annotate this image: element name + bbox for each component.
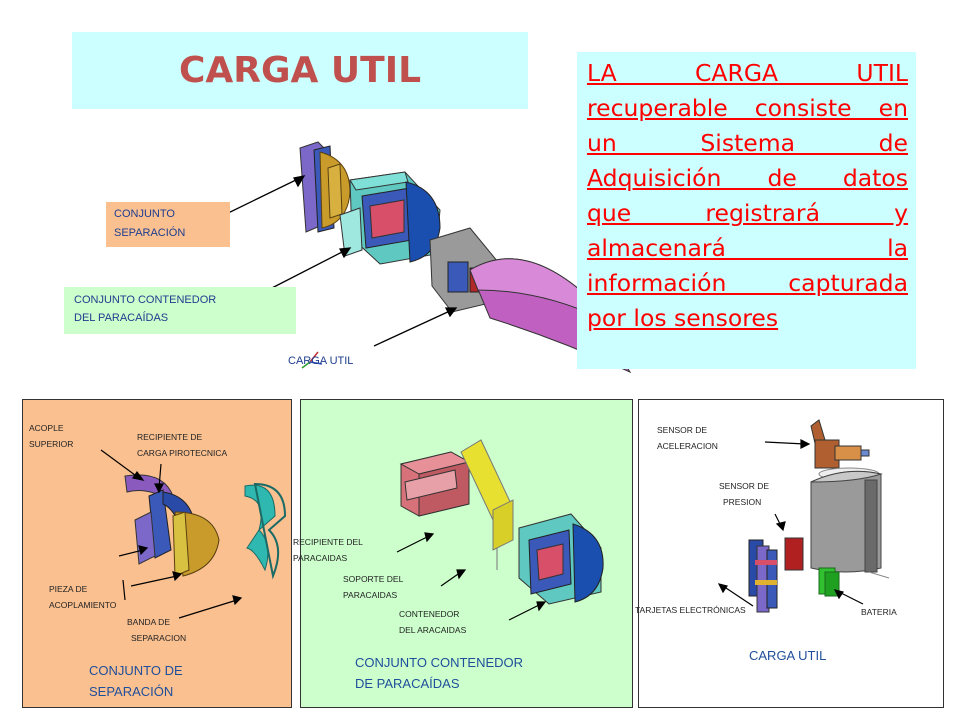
label-line: SENSOR DE [719, 481, 770, 491]
label-line: DEL ARACAIDAS [399, 625, 467, 635]
label-line: SUPERIOR [29, 439, 74, 449]
label-line: RECIPIENTE DE [137, 432, 203, 442]
axis-glyph [301, 351, 323, 369]
label-tarjetas: TARJETAS ELECTRÓNICAS [635, 605, 746, 615]
description-line: almacenará la [587, 234, 908, 262]
caption-separacion: CONJUNTO DE SEPARACIÓN [89, 660, 183, 702]
panel-separacion: ACOPLE SUPERIOR RECIPIENTE DE CARGA PIRO… [22, 399, 292, 708]
label-line: SENSOR DE [657, 425, 708, 435]
top-arrows [221, 175, 458, 347]
label-acople: ACOPLE SUPERIOR [29, 420, 73, 452]
label-line: SOPORTE DEL [343, 574, 404, 584]
separation-parts-drawing [100, 449, 287, 619]
description-line: Adquisición de datos [587, 164, 908, 192]
label-line: CONTENEDOR [399, 609, 460, 619]
description-box: LA CARGA UTIL recuperable consiste en un… [577, 52, 916, 369]
label-line: SEPARACIÓN [114, 227, 186, 239]
caption-line: SEPARACIÓN [89, 684, 174, 699]
caption-line: CONJUNTO CONTENEDOR [355, 655, 524, 670]
caption-carga-util: CARGA UTIL [749, 648, 827, 663]
label-soporte-paracaidas: SOPORTE DEL PARACAIDAS [343, 571, 403, 603]
panel-contenedor: RECIPIENTE DEL PARACAIDAS SOPORTE DEL PA… [293, 399, 633, 708]
label-line: ACOPLE [29, 423, 64, 433]
label-banda-separacion: BANDA DE SEPARACION [127, 614, 186, 646]
parachute-container-drawing [339, 171, 441, 265]
page-title: CARGA UTIL [178, 50, 422, 91]
title-box: CARGA UTIL [72, 32, 528, 109]
label-conjunto-separacion: CONJUNTO SEPARACIÓN [106, 202, 230, 247]
description-line: recuperable consiste en [587, 94, 908, 122]
label-carga-util-top: CARGA UTIL [288, 355, 354, 367]
label-line: SEPARACION [131, 633, 187, 643]
description-line: un Sistema de [587, 129, 908, 157]
label-line: RECIPIENTE DEL [293, 537, 363, 547]
label-contenedor: CONTENEDOR DEL ARACAIDAS [399, 606, 466, 638]
label-bateria: BATERIA [861, 607, 897, 617]
description-line: que registrará y [587, 199, 908, 227]
label-recipiente-pirotecnica: RECIPIENTE DE CARGA PIROTECNICA [137, 429, 227, 461]
label-sensor-aceleracion: SENSOR DE ACELERACION [657, 422, 718, 454]
label-line: ACOPLAMIENTO [49, 600, 117, 610]
label-line: PRESION [723, 497, 762, 507]
label-line: CONJUNTO [114, 208, 175, 220]
label-line: CARGA PIROTECNICA [137, 448, 228, 458]
description-line: información capturada [587, 269, 908, 297]
caption-line: CONJUNTO DE [89, 663, 183, 678]
container-parts-drawing [396, 439, 604, 621]
description-text: LA CARGA UTIL recuperable consiste en un… [587, 56, 908, 336]
label-line: CONJUNTO CONTENEDOR [74, 294, 217, 306]
description-line: LA CARGA UTIL [587, 59, 908, 87]
label-recipiente-paracaidas: RECIPIENTE DEL PARACAIDAS [293, 534, 363, 566]
panel-carga-util: SENSOR DE ACELERACION SENSOR DE PRESION … [635, 399, 944, 708]
label-line: PARACAIDAS [343, 590, 398, 600]
label-line: BANDA DE [127, 617, 170, 627]
label-line: PARACAIDAS [293, 553, 348, 563]
label-line: PIEZA DE [49, 584, 88, 594]
caption-line: DE PARACAÍDAS [355, 676, 460, 691]
caption-contenedor: CONJUNTO CONTENEDOR DE PARACAÍDAS [355, 652, 523, 694]
description-line: por los sensores [587, 304, 779, 332]
label-line: DEL PARACAÍDAS [74, 312, 169, 324]
label-conjunto-contenedor: CONJUNTO CONTENEDOR DEL PARACAÍDAS [64, 287, 296, 334]
label-sensor-presion: SENSOR DE PRESION [719, 478, 769, 510]
label-line: ACELERACION [657, 441, 718, 451]
payload-parts-drawing [717, 419, 890, 613]
label-pieza-acoplamiento: PIEZA DE ACOPLAMIENTO [49, 581, 116, 613]
